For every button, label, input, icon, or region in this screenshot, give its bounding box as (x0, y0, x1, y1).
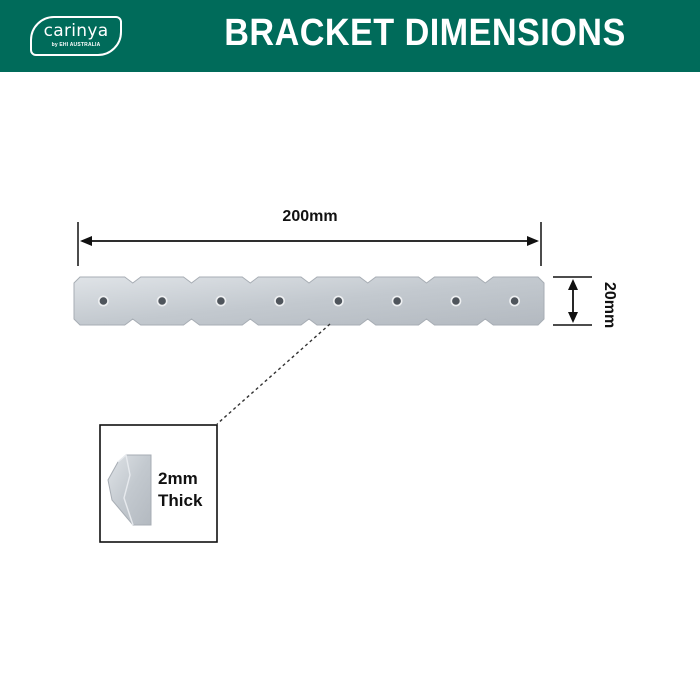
thickness-inset (99, 424, 218, 543)
bracket-hole (509, 295, 520, 307)
length-arrow-left (80, 236, 92, 246)
bracket-body (73, 276, 545, 326)
thickness-value: 2mm (158, 469, 198, 488)
bracket-edge-profile (107, 454, 152, 526)
page-title: BRACKET DIMENSIONS (224, 12, 626, 54)
bracket-strip (73, 276, 545, 326)
bracket-hole (98, 295, 109, 307)
bracket-hole (274, 295, 285, 307)
bracket-hole (332, 295, 344, 307)
bracket-holes (98, 295, 520, 307)
carinya-logo: carinya by EHI AUSTRALIA (30, 16, 122, 56)
thickness-label: 2mm Thick (158, 468, 202, 512)
thickness-word: Thick (158, 491, 203, 510)
length-dimension (77, 222, 542, 266)
bracket-hole (391, 295, 403, 307)
logo-subtitle: by EHI AUSTRALIA (51, 42, 101, 48)
length-arrow-right (527, 236, 539, 246)
header-bar: carinya by EHI AUSTRALIA BRACKET DIMENSI… (0, 0, 700, 72)
width-arrow-top (568, 279, 578, 290)
length-label: 200mm (282, 208, 338, 225)
width-dimension (553, 276, 592, 326)
bracket-hole (215, 295, 227, 307)
bracket-hole (156, 295, 168, 307)
width-arrow-bottom (568, 312, 578, 323)
edge-highlight (117, 453, 134, 526)
logo-word: carinya (43, 21, 109, 41)
width-label: 20mm (601, 282, 618, 329)
bracket-hole (450, 295, 462, 307)
leader-line (216, 323, 331, 425)
